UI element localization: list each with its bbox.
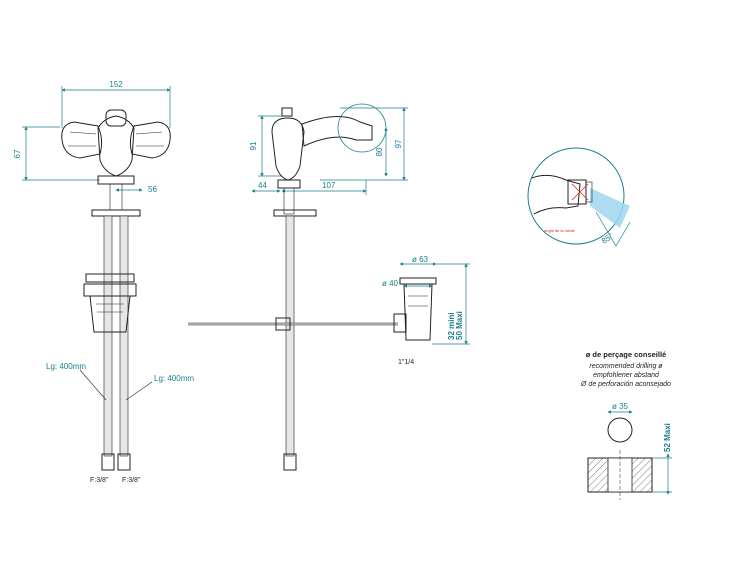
detail-spout <box>531 174 581 215</box>
right-hose-length: Lg: 400mm <box>154 374 194 383</box>
side-spout-height-label: 80 <box>375 147 384 156</box>
side-body <box>271 117 305 181</box>
spout-top <box>105 109 127 127</box>
spout-detail-circle <box>337 103 387 153</box>
side-waste-body <box>403 283 433 341</box>
drill-max-label: 52 Maxi <box>663 423 672 452</box>
front-height-label: 67 <box>13 149 22 158</box>
side-reach-label: 107 <box>322 181 336 190</box>
drilling-recommendation: ø de perçage conseillé recommended drill… <box>580 350 672 500</box>
drill-dia-label: ø 35 <box>612 402 629 411</box>
side-knob <box>281 107 293 117</box>
right-hose <box>119 215 129 457</box>
right-fitting-label: F:3/8" <box>122 477 141 484</box>
left-fitting <box>101 453 115 471</box>
front-body <box>97 115 135 177</box>
waste-mid-dia-label: ø 40 <box>382 279 399 288</box>
drilling-line-es: Ø de perforación aconsejado <box>580 381 671 388</box>
spray-detail: angle de la rotule 85° <box>527 147 631 247</box>
left-handle <box>61 121 103 159</box>
waste-min-label: 32 mini <box>447 312 456 340</box>
waste-top-dia-label: ø 63 <box>412 255 429 264</box>
side-fitting <box>283 453 297 471</box>
side-waste-flange <box>399 277 437 285</box>
waste-thread-label: 1"1/4 <box>398 359 414 366</box>
right-handle <box>129 121 171 159</box>
drill-hole-top <box>607 417 633 443</box>
front-washer <box>91 209 141 217</box>
side-total-height-label: 97 <box>394 139 403 148</box>
side-hose <box>285 215 295 457</box>
waste-max-label: 50 Maxi <box>455 311 464 340</box>
front-view: 152 67 56 Lg: 400 <box>13 80 194 484</box>
side-body-height-label: 91 <box>249 141 258 150</box>
right-fitting <box>117 453 131 471</box>
front-base <box>97 175 135 185</box>
angle-note: angle de la rotule <box>544 228 575 233</box>
drilling-title: ø de perçage conseillé <box>586 350 666 359</box>
spray-cone <box>590 188 630 228</box>
side-washer <box>273 209 317 217</box>
front-offset-label: 56 <box>148 185 157 194</box>
left-fitting-label: F:3/8" <box>90 477 109 484</box>
left-hose <box>103 215 113 457</box>
drilling-line-de: empfohlener abstand <box>593 372 660 379</box>
front-width-label: 152 <box>109 80 123 89</box>
side-view: 91 80 97 44 107 <box>188 103 470 471</box>
side-base-label: 44 <box>258 181 267 190</box>
front-waste-body <box>89 295 131 333</box>
drilling-line-en: recommended drilling ø <box>589 363 663 370</box>
side-spout <box>301 116 373 147</box>
left-hose-length: Lg: 400mm <box>46 362 86 371</box>
